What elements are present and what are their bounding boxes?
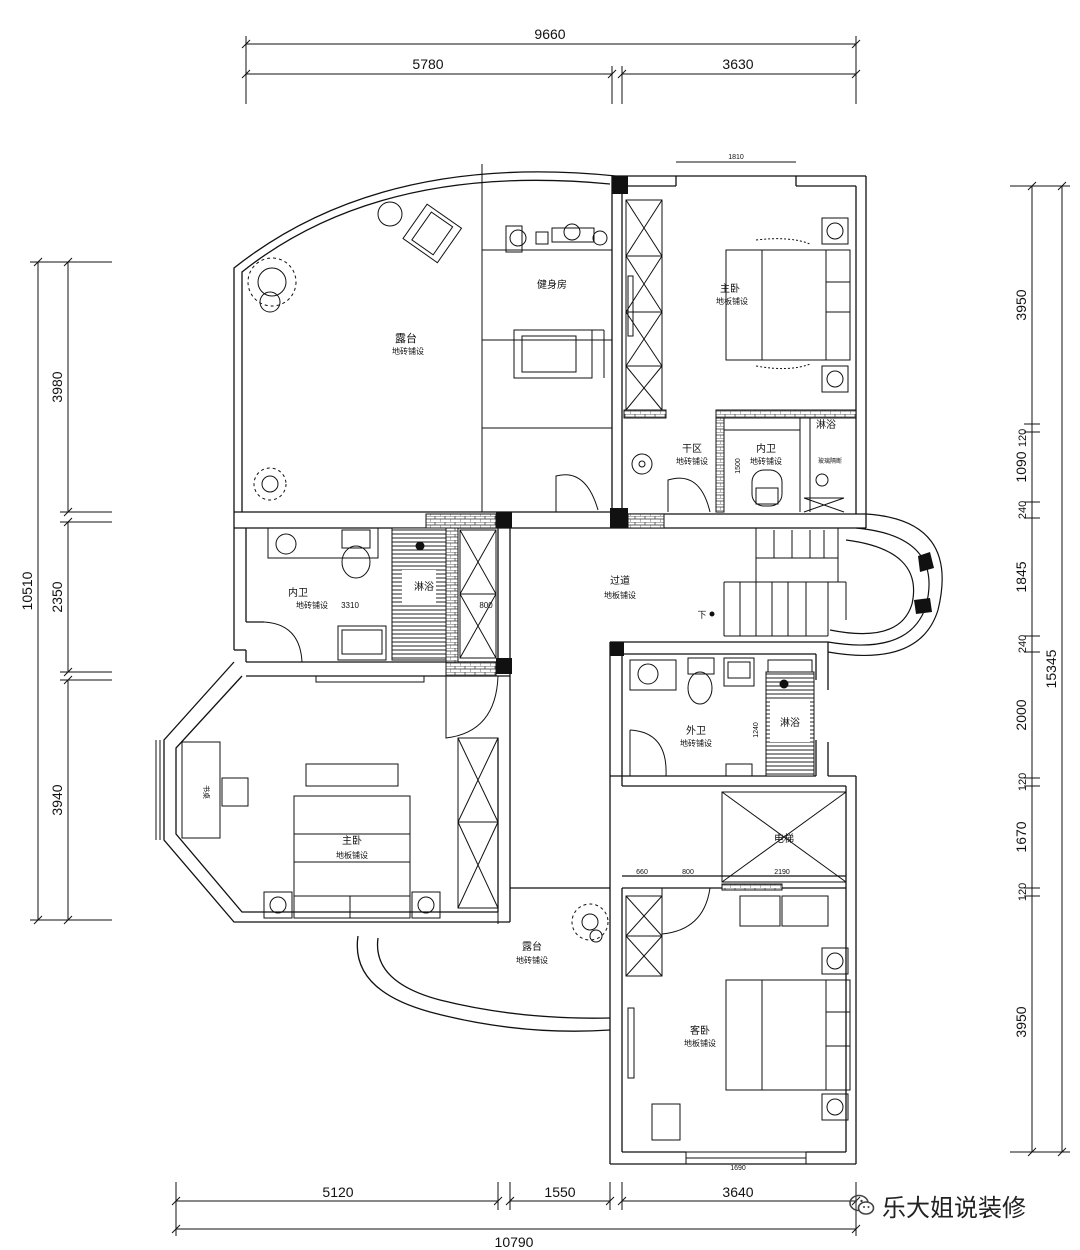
- windows: [155, 675, 807, 1165]
- outer-bath: [629, 657, 815, 777]
- dim-inner-1690: 1690: [730, 1165, 746, 1172]
- terrace-top: [247, 201, 463, 501]
- left-dimension-lines: [30, 257, 112, 925]
- guest-bedroom: [625, 887, 851, 1141]
- master-bedroom-left: [181, 675, 499, 919]
- master-bedroom-top: [625, 161, 851, 411]
- right-dimension-lines: [1010, 181, 1070, 1157]
- dim-inner-800-a: 800: [479, 601, 493, 610]
- room-elevator: 电梯: [774, 832, 794, 845]
- room-terrace-bottom-floor: 地砖铺设: [516, 955, 548, 965]
- terrace-bottom: [497, 903, 609, 943]
- dry-area-bath-top: [631, 418, 845, 513]
- structural-columns: [496, 176, 934, 674]
- dim-right-seg-4: 1845: [1013, 561, 1029, 592]
- room-dry-area: 干区: [682, 443, 702, 455]
- dim-top-left: 5780: [412, 56, 443, 72]
- room-shower-outer: 淋浴: [780, 716, 800, 729]
- dim-bottom-total: 10790: [495, 1234, 534, 1250]
- dim-left-bottom: 3940: [49, 784, 65, 815]
- dim-left-mid: 2350: [49, 581, 65, 612]
- dim-left-top: 3980: [49, 371, 65, 402]
- room-terrace-top-floor: 地砖铺设: [392, 346, 424, 356]
- room-shower-top: 淋浴: [816, 418, 836, 431]
- dim-right-seg-0: 3950: [1013, 289, 1029, 320]
- inner-bath-left: [263, 527, 497, 663]
- dim-inner-2190: 2190: [774, 869, 790, 876]
- room-inner-bath-top-floor: 地砖铺设: [750, 456, 782, 466]
- room-corridor-floor: 地板铺设: [604, 590, 636, 600]
- dim-inner-800-b: 800: [682, 869, 694, 876]
- dim-inner-1240: 1240: [753, 722, 760, 738]
- exterior-walls: [163, 171, 867, 1165]
- plant-icon: [571, 903, 609, 943]
- dim-right-seg-6: 2000: [1013, 699, 1029, 730]
- room-terrace-bottom: 露台: [522, 940, 542, 953]
- dim-top-total: 9660: [534, 26, 565, 42]
- dim-right-seg-7: 120: [1017, 773, 1029, 791]
- watermark: 乐大姐说装修: [848, 1188, 1026, 1222]
- room-inner-bath-top: 内卫: [756, 442, 776, 455]
- dim-bottom-mid: 1550: [544, 1184, 575, 1200]
- dim-bottom-left: 5120: [322, 1184, 353, 1200]
- dim-right-seg-9: 120: [1017, 883, 1029, 901]
- dim-inner-660: 660: [636, 869, 648, 876]
- dim-inner-1810: 1810: [728, 154, 744, 161]
- desk-label: 书桌: [202, 785, 211, 799]
- room-guest-bed-floor: 地板铺设: [684, 1038, 716, 1048]
- dim-inner-1500: 1500: [735, 458, 742, 474]
- dim-right-seg-10: 3950: [1013, 1006, 1029, 1037]
- dim-bottom-right: 3640: [722, 1184, 753, 1200]
- dim-right-seg-8: 1670: [1013, 821, 1029, 852]
- elevator: [721, 791, 847, 883]
- dim-top-right: 3630: [722, 56, 753, 72]
- brick-walls: [425, 409, 857, 891]
- room-dry-area-floor: 地砖铺设: [676, 456, 708, 466]
- dim-right-total: 15345: [1043, 649, 1059, 688]
- room-guest-bed: 客卧: [690, 1024, 710, 1037]
- room-inner-bath-left: 内卫: [288, 586, 308, 599]
- room-outer-bath-floor: 地砖铺设: [680, 738, 712, 748]
- top-dimension-lines: [241, 36, 861, 104]
- room-gym: 健身房: [537, 278, 567, 291]
- dim-right-seg-3: 240: [1017, 501, 1029, 519]
- room-corridor: 过道: [610, 574, 630, 587]
- bottom-dimension-lines: [171, 1182, 861, 1236]
- room-master-top: 主卧: [720, 282, 740, 295]
- gym-room: [481, 164, 612, 512]
- room-outer-bath: 外卫: [686, 725, 706, 737]
- room-shower-left: 淋浴: [414, 580, 434, 593]
- dim-left-total: 10510: [19, 571, 35, 610]
- room-master-left-floor: 地板铺设: [336, 850, 368, 860]
- stair-down-label: 下: [697, 611, 706, 621]
- room-inner-bath-left-floor: 地砖铺设: [296, 600, 328, 610]
- lounge-chair-icon: [402, 203, 463, 264]
- dim-right-seg-5: 240: [1017, 635, 1029, 653]
- room-terrace-top: 露台: [395, 331, 417, 345]
- room-master-top-floor: 地板铺设: [716, 296, 748, 306]
- watermark-text: 乐大姐说装修: [882, 1193, 1026, 1222]
- room-shower-top-note: 玻璃隔断: [818, 457, 842, 465]
- dim-inner-3310: 3310: [341, 601, 359, 610]
- staircase: [709, 528, 847, 637]
- plant-icon: [247, 257, 297, 313]
- dim-right-seg-1: 120: [1017, 429, 1029, 447]
- dim-right-seg-2: 1090: [1013, 451, 1029, 482]
- room-master-left: 主卧: [342, 834, 362, 847]
- round-bay: [827, 513, 943, 656]
- wechat-icon: [849, 1194, 875, 1215]
- plant-icon: [253, 467, 287, 501]
